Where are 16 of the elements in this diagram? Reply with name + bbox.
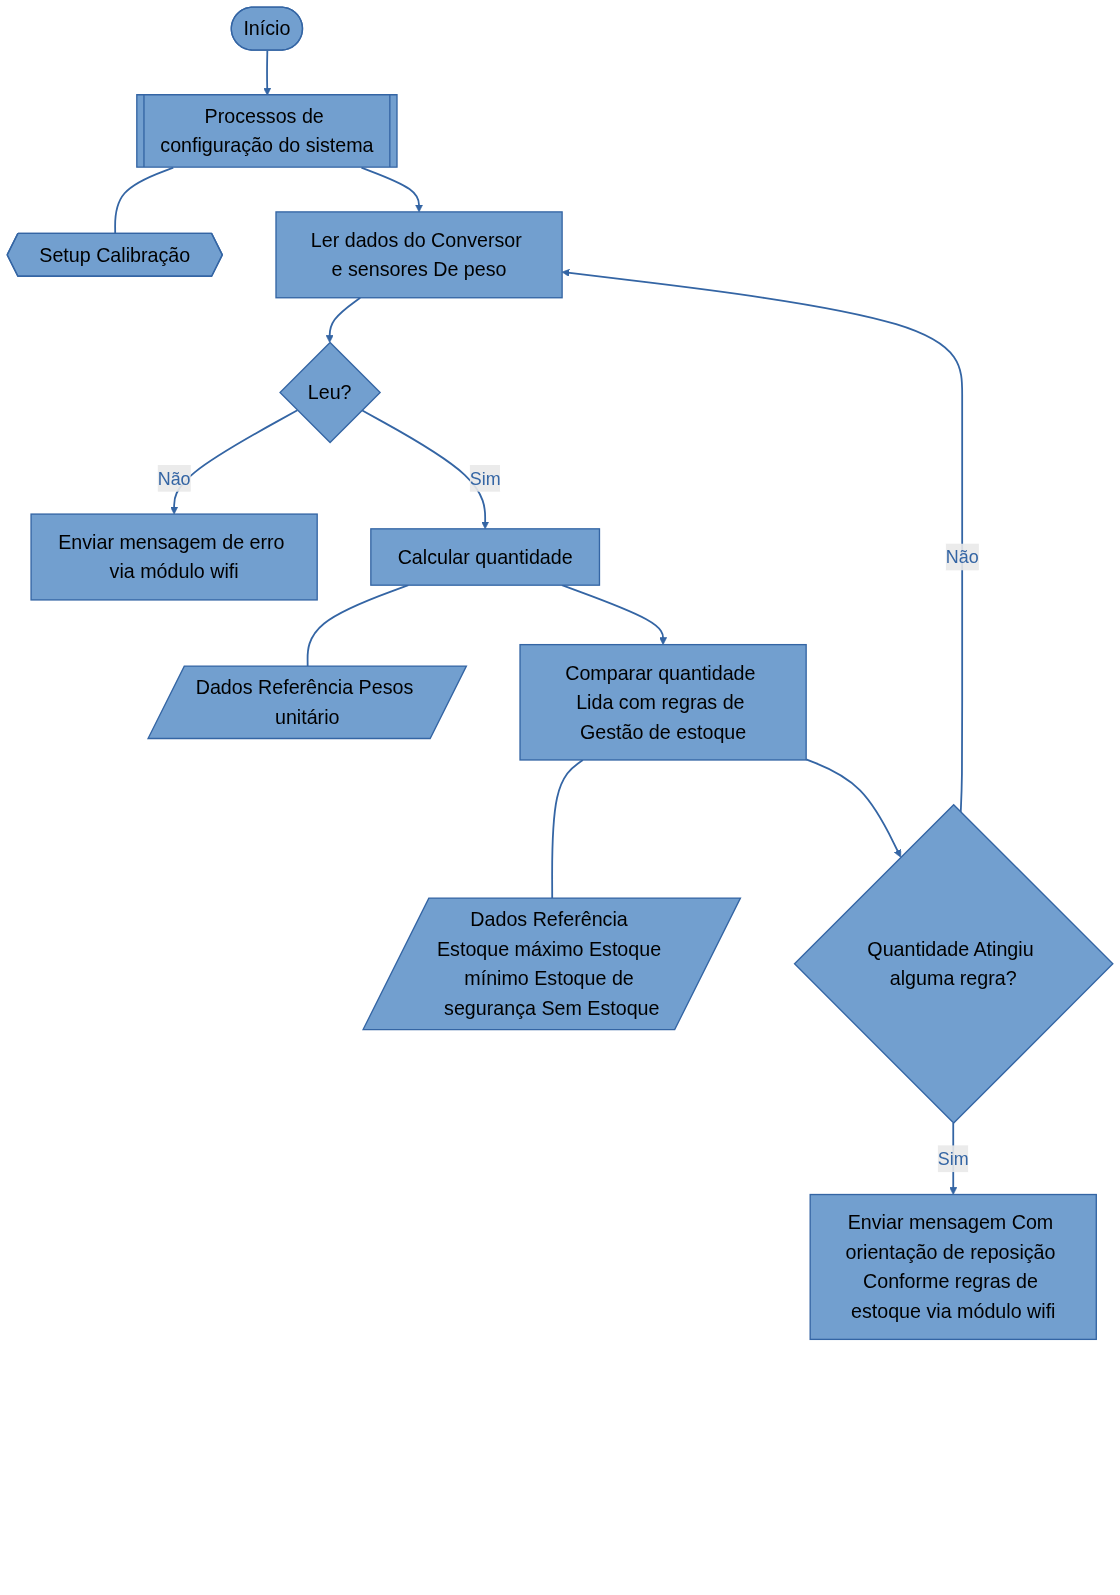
node-diamond: Quantidade Atingiu alguma regra?	[793, 803, 1114, 1124]
node-diamond: Leu?	[279, 341, 382, 444]
edge-label: Não	[157, 468, 191, 489]
arrow	[561, 584, 667, 645]
edge-label: Sim	[937, 1148, 969, 1169]
node-box: Comparar quantidade Lida com regras de Gestão de estoque	[519, 643, 807, 761]
arrow	[805, 758, 902, 858]
edge-label: Sim	[469, 468, 501, 489]
edge-label: Não	[945, 547, 979, 567]
node-box: Enviar mensagem de erro via módulo wifi	[30, 513, 318, 601]
node-box: Ler dados do Conversor e sensores De peso	[275, 211, 563, 299]
node-box: Enviar mensagem Com orientação de reposição Conforme regras de estoque via módulo wifi	[809, 1193, 1097, 1341]
arrow	[325, 296, 362, 343]
arrow	[361, 409, 490, 530]
node-box: Calcular quantidade	[370, 528, 601, 586]
arrow	[170, 409, 299, 515]
